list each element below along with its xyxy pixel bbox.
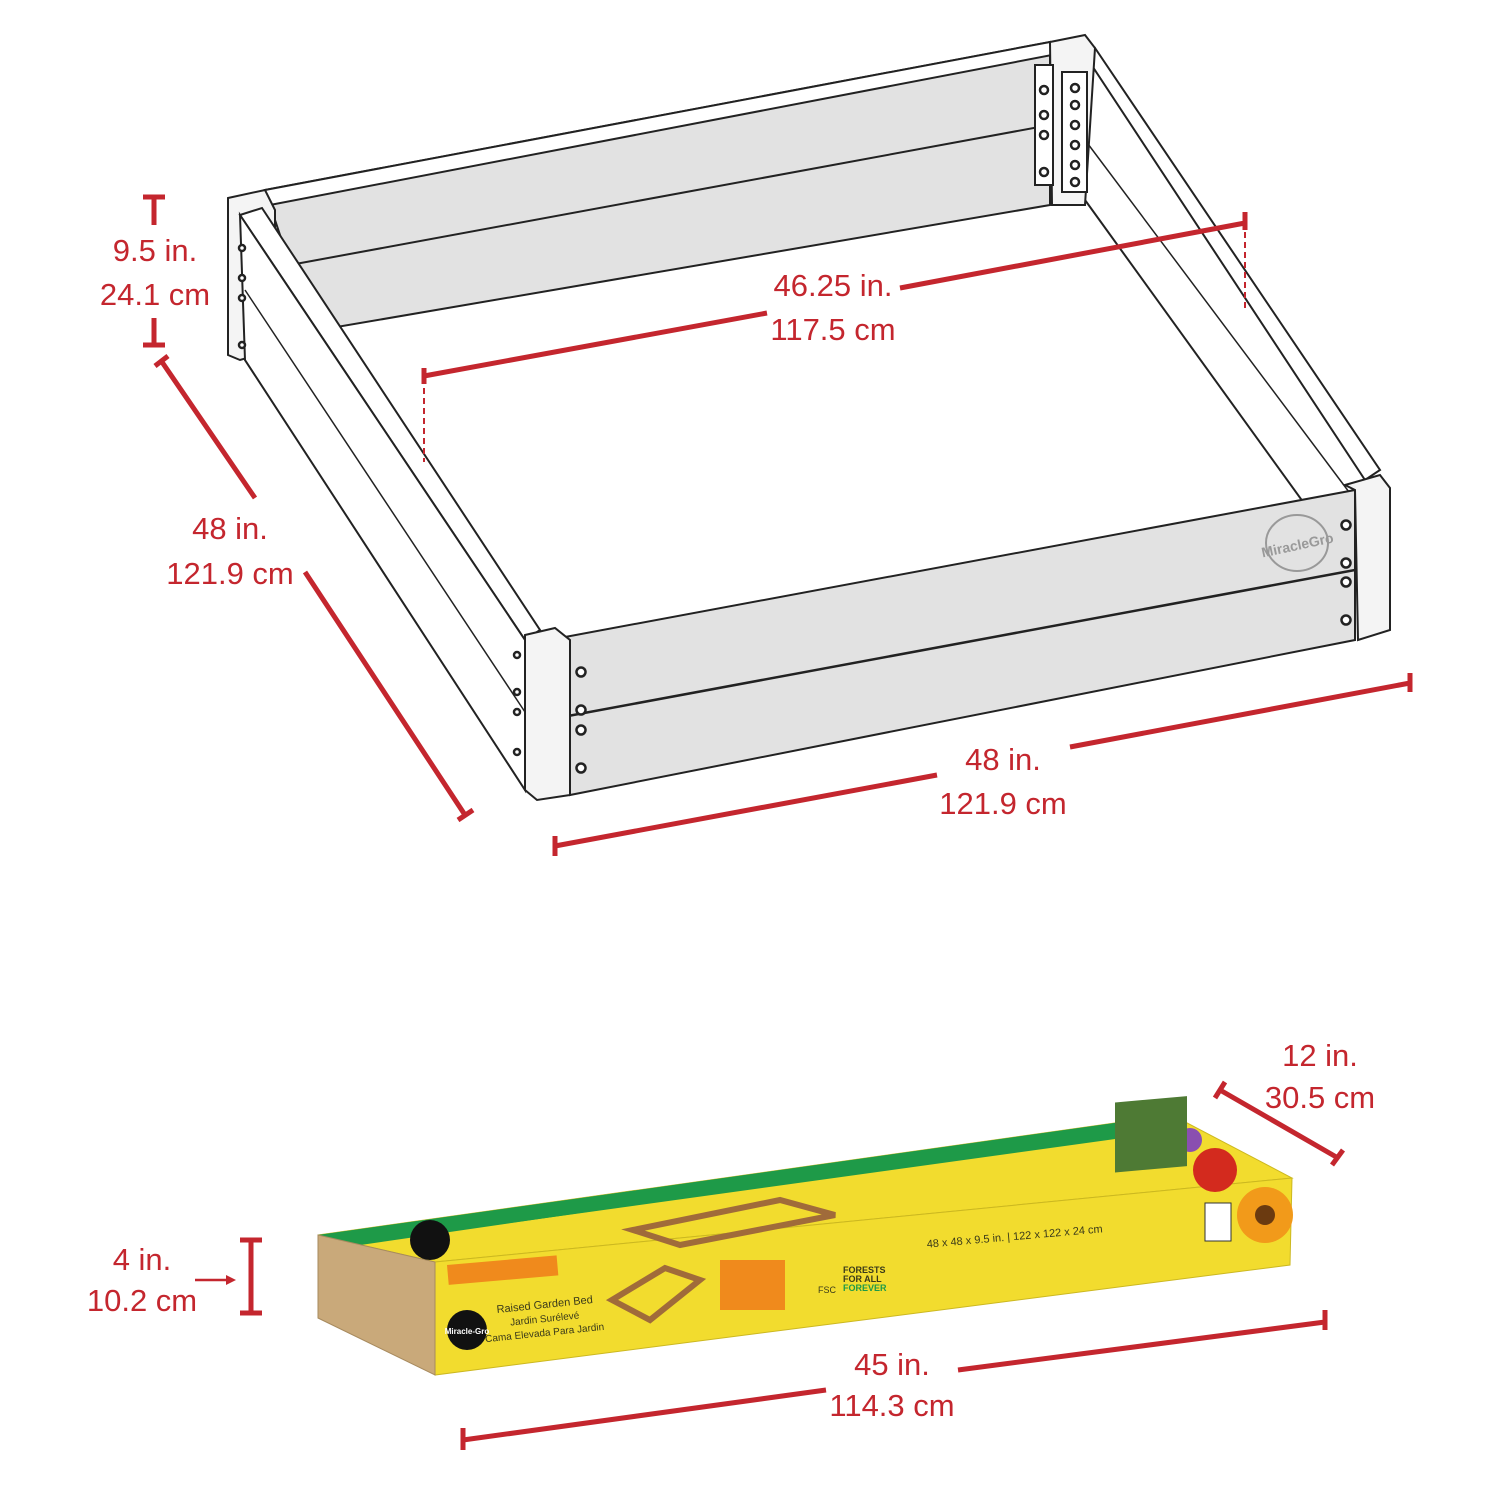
width-dimension: 48 in. 121.9 cm: [552, 673, 1413, 856]
box-end-face: [317, 1234, 436, 1376]
front-left-post: [524, 626, 571, 802]
depth-cm-label: 121.9 cm: [166, 556, 294, 591]
depth-dimension: 48 in. 121.9 cm: [153, 354, 475, 823]
height-in-label: 9.5 in.: [113, 233, 197, 268]
width-in-label: 48 in.: [965, 742, 1041, 777]
product-box: Miracle-Gro Raised Garden Bed Jardin Sur…: [317, 1096, 1294, 1376]
corner-bracket: [1034, 64, 1054, 186]
box-height-dimension: 4 in. 10.2 cm: [87, 1237, 262, 1318]
inner-width-dimension: 46.25 in. 117.5 cm: [421, 212, 1248, 462]
box-length-cm-label: 114.3 cm: [829, 1388, 954, 1423]
height-dimension: 9.5 in. 24.1 cm: [100, 194, 210, 348]
box-logo-top: [410, 1220, 450, 1260]
inner-width-cm-label: 117.5 cm: [770, 312, 895, 347]
box-length-in-label: 45 in.: [854, 1347, 930, 1382]
raised-garden-bed: MiracleGro: [227, 33, 1391, 802]
svg-text:FOR ALL: FOR ALL: [843, 1274, 882, 1284]
depth-in-label: 48 in.: [192, 511, 268, 546]
width-cm-label: 121.9 cm: [939, 786, 1067, 821]
box-depth-in-label: 12 in.: [1282, 1038, 1358, 1073]
inner-width-in-label: 46.25 in.: [774, 268, 893, 303]
box-height-in-label: 4 in.: [113, 1242, 172, 1277]
box-length-dimension: 45 in. 114.3 cm: [460, 1310, 1328, 1450]
garden-photo: [1115, 1096, 1187, 1173]
fsc-logo: FORESTS FOR ALL FOREVER FSC: [818, 1265, 887, 1295]
right-rail-top: [1083, 46, 1382, 482]
svg-text:FORESTS: FORESTS: [843, 1265, 886, 1275]
box-brand: Miracle-Gro: [445, 1327, 490, 1336]
height-cm-label: 24.1 cm: [100, 277, 210, 312]
barcode: [1204, 1202, 1232, 1242]
box-logo-front: [447, 1310, 487, 1350]
front-right-post: [1342, 473, 1391, 642]
bed-product-image: [605, 1264, 707, 1324]
svg-text:FOREVER: FOREVER: [843, 1283, 887, 1293]
box-depth-dimension: 12 in. 30.5 cm: [1212, 1038, 1375, 1167]
box-depth-cm-label: 30.5 cm: [1265, 1080, 1375, 1115]
svg-text:FSC: FSC: [818, 1285, 837, 1295]
box-height-cm-label: 10.2 cm: [87, 1283, 197, 1318]
back-rail: [263, 40, 1051, 337]
orange-callout: [720, 1260, 785, 1310]
